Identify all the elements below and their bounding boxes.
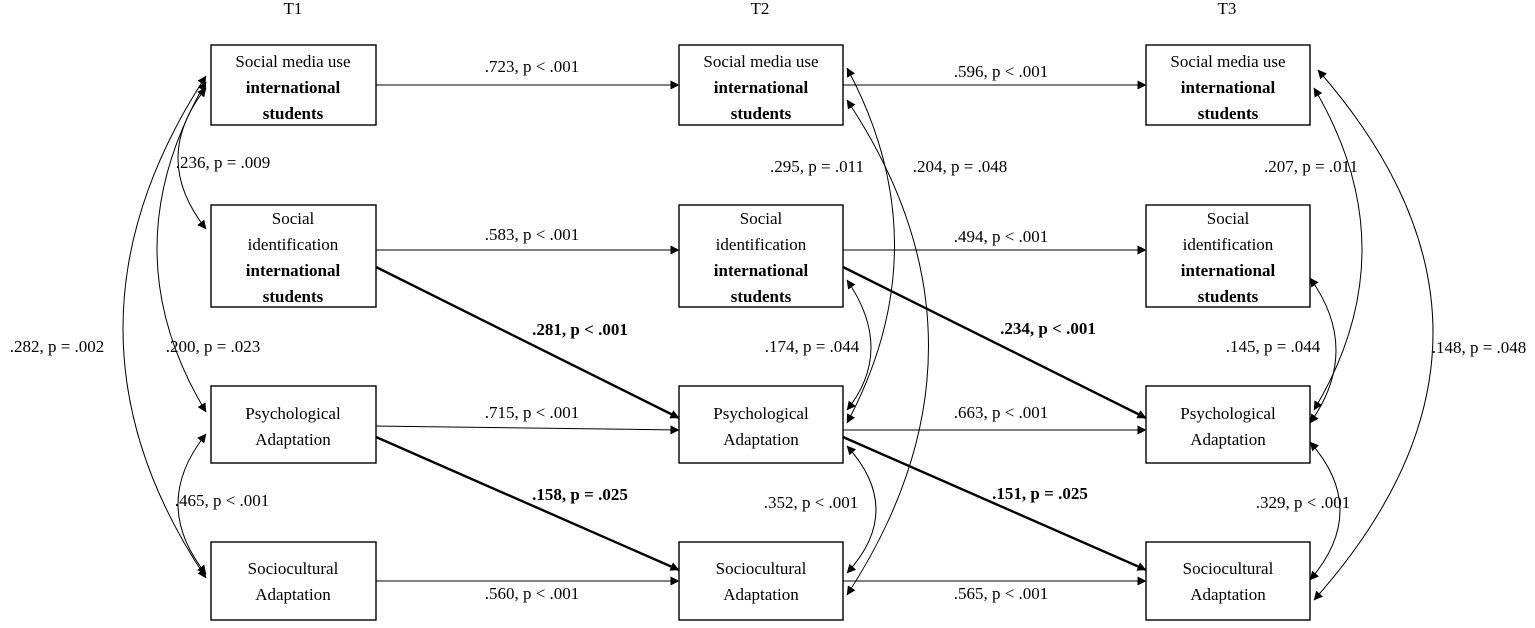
- node-label: international: [246, 78, 341, 97]
- node-label: Adaptation: [1190, 585, 1266, 604]
- node-label: Psychological: [245, 404, 341, 423]
- time-label-t3: T3: [1218, 0, 1237, 18]
- cov-t3-smu-sa: [1313, 69, 1434, 601]
- node-label: Sociocultural: [1183, 559, 1274, 578]
- cov-t3-smu-pa: [1313, 87, 1363, 411]
- cov-label-t3-smu-pa: .207, p = .011: [1264, 157, 1358, 176]
- path-label-si-t2-t3: .494, p < .001: [954, 227, 1049, 246]
- cov-label-t1-smu-pa: .200, p = .023: [166, 337, 261, 356]
- node-psychological-adaptation-t3: Psychological Adaptation: [1145, 385, 1311, 464]
- node-label: international: [714, 78, 809, 97]
- node-social-identification-t3: Social identification international stud…: [1145, 204, 1311, 308]
- path-pa-t1-sa-t2: [375, 435, 680, 572]
- node-label: Social: [740, 209, 783, 228]
- node-label: Adaptation: [1190, 430, 1266, 449]
- cov-t1-pa-sa: [177, 433, 207, 575]
- path-label-sa-t1-t2: .560, p < .001: [485, 584, 580, 603]
- path-label-smu-t1-t2: .723, p < .001: [485, 57, 580, 76]
- node-label: international: [246, 261, 341, 280]
- node-label: identification: [248, 235, 339, 254]
- path-label-sa-t2-t3: .565, p < .001: [954, 584, 1049, 603]
- path-si-t2-pa-t3: [842, 265, 1147, 420]
- cov-t1-smu-si: [177, 87, 207, 230]
- node-label: Adaptation: [723, 430, 799, 449]
- path-label-pa-t1-t2: .715, p < .001: [485, 403, 580, 422]
- node-label: students: [731, 104, 792, 123]
- node-label: international: [1181, 261, 1276, 280]
- cov-t3-pa-sa: [1309, 441, 1341, 581]
- cov-t1-smu-pa: [156, 81, 207, 413]
- node-label: Sociocultural: [716, 559, 807, 578]
- node-label: identification: [1183, 235, 1274, 254]
- node-social-media-use-t2: Social media use international students: [678, 44, 844, 126]
- cov-label-t1-smu-si: .236, p = .009: [176, 153, 271, 172]
- node-sociocultural-adaptation-t1: Sociocultural Adaptation: [210, 541, 377, 621]
- node-label: Social media use: [235, 52, 350, 71]
- cov-t2-smu-sa: [846, 99, 929, 596]
- node-label: Psychological: [1180, 404, 1276, 423]
- path-si-t1-pa-t2: [375, 265, 680, 420]
- node-label: international: [1181, 78, 1276, 97]
- cov-label-t3-si-pa: .145, p = .044: [1226, 337, 1321, 356]
- path-pa-t1-t2: [375, 425, 680, 435]
- cov-t2-smu-pa: [846, 67, 895, 424]
- node-label: identification: [716, 235, 807, 254]
- time-label-t2: T2: [751, 0, 770, 18]
- path-label-smu-t2-t3: .596, p < .001: [954, 62, 1049, 81]
- node-social-identification-t2: Social identification international stud…: [678, 204, 844, 308]
- node-label: students: [1198, 104, 1259, 123]
- node-label: students: [263, 104, 324, 123]
- node-psychological-adaptation-t1: Psychological Adaptation: [210, 385, 377, 464]
- path-label-pa-t2-t3: .663, p < .001: [954, 403, 1049, 422]
- path-label-pa-t2-sa-t3: .151, p = .025: [992, 484, 1088, 503]
- cov-label-t1-smu-sa: .282, p = .002: [10, 337, 105, 356]
- node-label: Adaptation: [255, 585, 331, 604]
- cov-label-t2-smu-sa: .204, p = .048: [913, 157, 1008, 176]
- cov-t2-pa-sa: [846, 445, 877, 574]
- node-social-identification-t1: Social identification international stud…: [210, 204, 377, 308]
- cov-label-t2-si-pa: .174, p = .044: [765, 337, 860, 356]
- cov-t2-si-pa: [846, 279, 872, 411]
- path-label-pa-t1-sa-t2: .158, p = .025: [532, 485, 628, 504]
- cov-label-t3-smu-sa: .148, p = .048: [1432, 338, 1527, 357]
- node-psychological-adaptation-t2: Psychological Adaptation: [678, 385, 844, 464]
- node-sociocultural-adaptation-t3: Sociocultural Adaptation: [1145, 541, 1311, 621]
- path-label-si-t1-t2: .583, p < .001: [485, 225, 580, 244]
- node-social-media-use-t1: Social media use international students: [210, 44, 377, 126]
- node-label: Social media use: [1170, 52, 1285, 71]
- node-label: Sociocultural: [248, 559, 339, 578]
- path-label-si-t2-pa-t3: .234, p < .001: [1000, 319, 1096, 338]
- path-pa-t2-sa-t3: [842, 435, 1147, 572]
- cov-t3-si-pa: [1309, 277, 1337, 424]
- node-label: Psychological: [713, 404, 809, 423]
- node-label: Social media use: [703, 52, 818, 71]
- node-label: students: [263, 287, 324, 306]
- path-label-si-t1-pa-t2: .281, p < .001: [532, 320, 628, 339]
- node-label: students: [731, 287, 792, 306]
- cov-label-t1-pa-sa: .465, p < .001: [175, 491, 270, 510]
- node-label: Social: [272, 209, 315, 228]
- node-label: international: [714, 261, 809, 280]
- cov-label-t2-pa-sa: .352, p < .001: [764, 493, 859, 512]
- node-social-media-use-t3: Social media use international students: [1145, 44, 1311, 126]
- node-sociocultural-adaptation-t2: Sociocultural Adaptation: [678, 541, 844, 621]
- time-label-t1: T1: [284, 0, 303, 18]
- cov-label-t3-pa-sa: .329, p < .001: [1256, 493, 1351, 512]
- node-label: Social: [1207, 209, 1250, 228]
- cov-t1-smu-sa: [122, 75, 207, 579]
- cov-label-t2-smu-pa: .295, p = .011: [770, 157, 864, 176]
- node-label: Adaptation: [255, 430, 331, 449]
- node-label: Adaptation: [723, 585, 799, 604]
- node-label: students: [1198, 287, 1259, 306]
